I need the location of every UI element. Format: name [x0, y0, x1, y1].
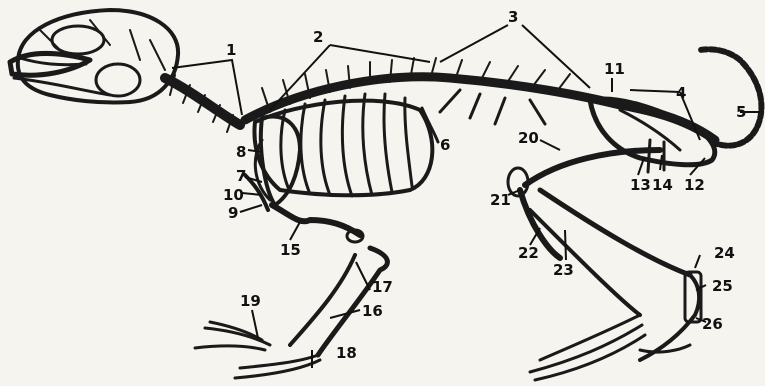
- label-5: 5: [736, 103, 746, 121]
- label-17: 17: [372, 278, 393, 296]
- label-24: 24: [714, 244, 735, 262]
- label-20: 20: [518, 129, 539, 147]
- label-14: 14: [652, 176, 673, 194]
- label-26: 26: [702, 315, 723, 333]
- label-15: 15: [280, 241, 301, 259]
- label-21: 21: [490, 191, 511, 209]
- label-1: 1: [226, 41, 236, 59]
- label-2: 2: [313, 28, 323, 46]
- label-4: 4: [676, 84, 686, 102]
- label-8: 8: [236, 143, 246, 161]
- label-25: 25: [712, 277, 733, 295]
- forelimb: [195, 205, 387, 378]
- rib-cage: [254, 94, 438, 200]
- label-19: 19: [240, 292, 261, 310]
- label-23: 23: [553, 261, 574, 279]
- label-11: 11: [604, 60, 625, 78]
- neck-vertebrae: [165, 75, 240, 132]
- label-3: 3: [508, 8, 518, 26]
- label-6: 6: [440, 136, 450, 154]
- number-labels: 1 2 3 4 5 6 7 8 9 10 11 12 13 14 15 16 1…: [223, 8, 746, 362]
- spine: [245, 58, 715, 140]
- label-13: 13: [630, 176, 651, 194]
- label-22: 22: [518, 244, 539, 262]
- pelvis: [590, 99, 715, 172]
- label-9: 9: [228, 204, 238, 222]
- label-7: 7: [236, 167, 246, 185]
- label-12: 12: [684, 176, 705, 194]
- label-18: 18: [336, 344, 357, 362]
- label-16: 16: [362, 302, 383, 320]
- label-10: 10: [223, 186, 244, 204]
- skull: [10, 10, 178, 103]
